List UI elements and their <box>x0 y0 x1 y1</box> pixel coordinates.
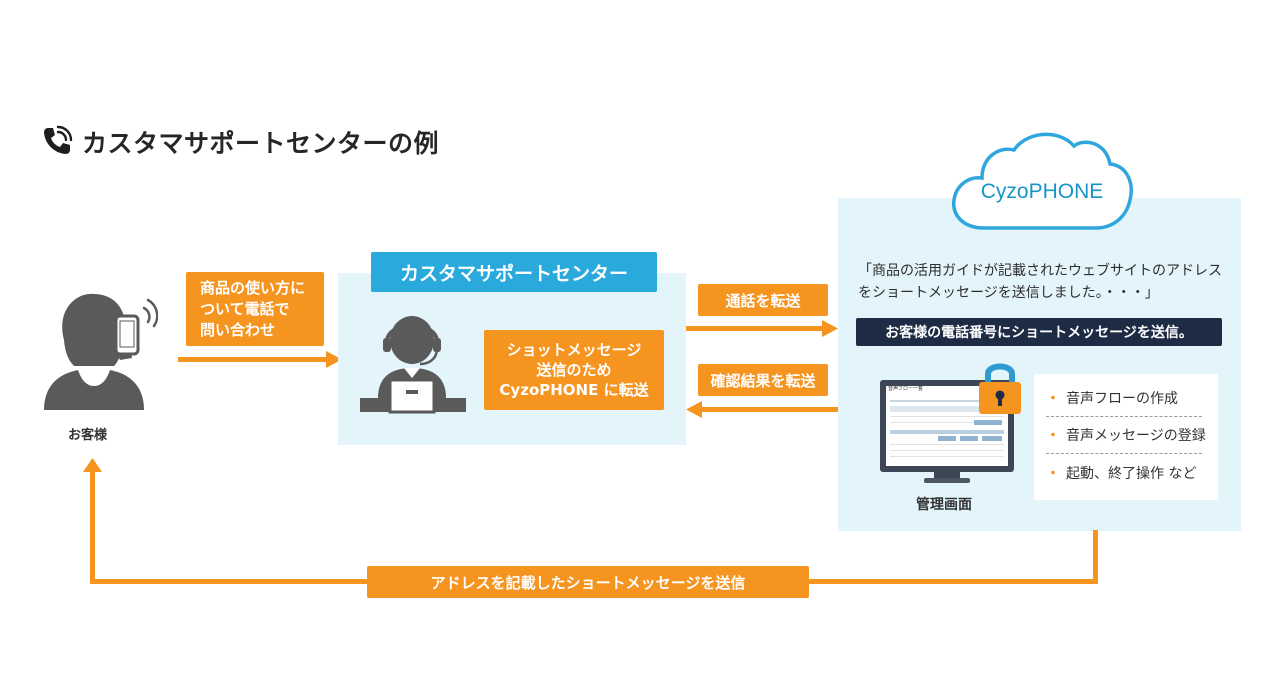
feature-divider <box>1046 453 1202 454</box>
inquiry-line-3: 問い合わせ <box>200 321 276 339</box>
sms-quote: 「商品の活用ガイドが記載されたウェブサイトのアドレス をショートメッセージを送信… <box>858 260 1222 304</box>
feature-item: ・起動、終了操作 など <box>1046 466 1197 482</box>
phone-call-icon <box>40 124 74 158</box>
admin-screen-title: 音声フロー一覧 <box>888 386 924 392</box>
feature-item: ・音声メッセージの登録 <box>1046 428 1206 444</box>
page-title: カスタマサポートセンターの例 <box>82 129 440 158</box>
arrow-confirm-result <box>686 401 840 418</box>
forward-call-label: 通話を転送 <box>698 284 828 316</box>
sms-quote-line-1: 「商品の活用ガイドが記載されたウェブサイトのアドレス <box>858 263 1222 279</box>
transfer-note-box: ショットメッセージ 送信のため CyzoPHONE に転送 <box>484 330 664 410</box>
inquiry-line-2: ついて電話で <box>200 300 290 318</box>
arrow-forward-call <box>686 320 838 337</box>
cloud-icon <box>946 128 1136 234</box>
inquiry-box: 商品の使い方に ついて電話で 問い合わせ <box>186 272 324 346</box>
return-sms-label: アドレスを記載したショートメッセージを送信 <box>367 566 809 598</box>
transfer-note-line-1: ショットメッセージ <box>506 341 642 359</box>
operator-icon <box>360 312 466 416</box>
cloud-label: CyzoPHONE <box>980 180 1104 203</box>
feature-label: 音声フローの作成 <box>1066 391 1178 407</box>
support-center-header: カスタマサポートセンター <box>371 252 657 292</box>
feature-label: 音声メッセージの登録 <box>1066 428 1206 444</box>
admin-label: 管理画面 <box>916 497 972 513</box>
sms-banner: お客様の電話番号にショートメッセージを送信。 <box>856 318 1222 346</box>
transfer-note-line-3: CyzoPHONE に転送 <box>499 381 649 399</box>
feature-list: ・音声フローの作成 ・音声メッセージの登録 ・起動、終了操作 など <box>1034 374 1218 500</box>
customer-label: お客様 <box>68 428 108 443</box>
sms-quote-line-2: をショートメッセージを送信しました。・・・」 <box>858 285 1159 301</box>
feature-item: ・音声フローの作成 <box>1046 391 1178 407</box>
arrow-to-center <box>178 351 342 368</box>
lock-icon <box>977 360 1023 416</box>
confirm-result-label: 確認結果を転送 <box>698 364 828 396</box>
transfer-note-line-2: 送信のため <box>536 361 612 379</box>
customer-icon <box>38 288 159 413</box>
feature-divider <box>1046 416 1202 417</box>
inquiry-line-1: 商品の使い方に <box>200 279 306 297</box>
feature-label: 起動、終了操作 など <box>1066 466 1197 482</box>
